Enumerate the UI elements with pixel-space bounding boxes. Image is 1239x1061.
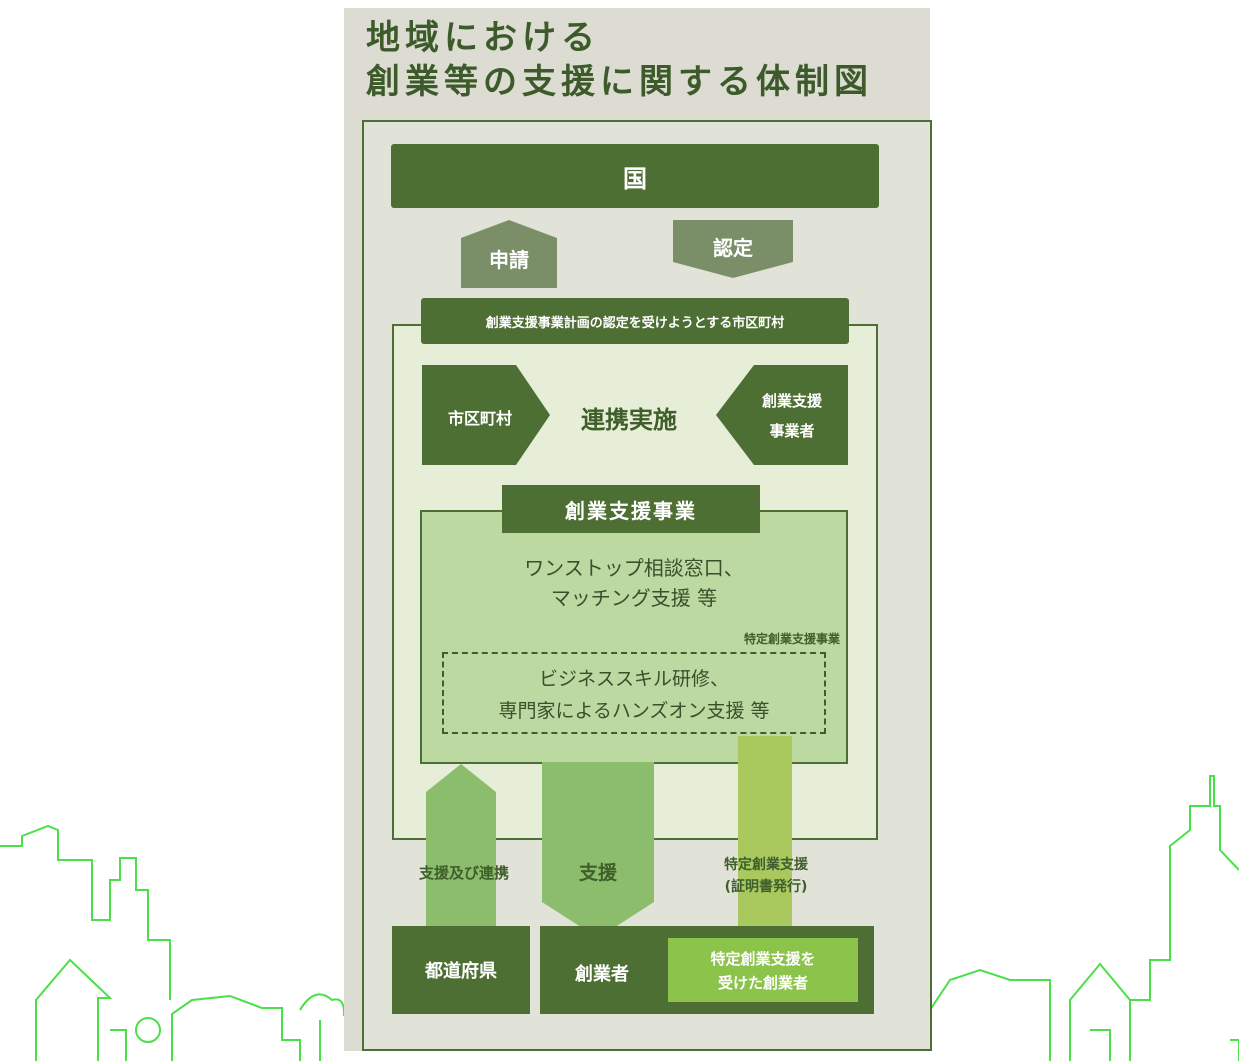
diagram-panel: 地域における 創業等の支援に関する体制図 国 申請 認定 創業支援事業計画の認定… (344, 8, 932, 1051)
supported-entrepreneur-line-1: 特定創業支援を (710, 950, 816, 968)
municipality-banner: 創業支援事業計画の認定を受けようとする市区町村 (421, 298, 849, 344)
specific-desc-line-2: 専門家によるハンズオン支援 等 (498, 700, 770, 722)
national-box: 国 (391, 144, 879, 208)
supported-entrepreneur-line-2: 受けた創業者 (717, 974, 808, 992)
skyline-left-buildings (0, 824, 171, 1000)
apply-label: 申請 (489, 248, 529, 272)
title-line-1: 地域における (366, 18, 600, 58)
specific-support-label-line-1: 特定創業支援 (724, 857, 808, 873)
specific-program-box (442, 652, 826, 734)
support-cooperation-arrow (426, 764, 496, 926)
specific-program-label: 特定創業支援事業 (743, 632, 840, 646)
certify-label: 認定 (713, 236, 753, 260)
skyline-right-houses (929, 962, 1239, 1061)
program-desc-line-1: ワンストップ相談窓口、 (524, 556, 744, 580)
municipality-label: 市区町村 (447, 409, 512, 428)
title-line-2: 創業等の支援に関する体制図 (366, 62, 873, 102)
support-arrow (542, 762, 654, 938)
supported-entrepreneur-badge (668, 938, 858, 1002)
program-desc-line-2: マッチング支援 等 (550, 586, 718, 610)
collaboration-label: 連携実施 (581, 406, 677, 434)
support-cooperation-label: 支援及び連携 (418, 864, 509, 882)
program-title: 創業支援事業 (502, 485, 760, 533)
municipality-arrow (422, 365, 550, 465)
certify-arrow (673, 220, 793, 278)
provider-arrow (716, 365, 848, 465)
specific-support-arrow (738, 736, 792, 926)
specific-desc-line-1: ビジネススキル研修、 (538, 668, 729, 690)
skyline-right-buildings (1129, 775, 1239, 1061)
entrepreneur-label: 創業者 (575, 964, 629, 985)
provider-label-line-1: 創業支援 (761, 392, 822, 410)
support-label: 支援 (578, 862, 617, 884)
apply-arrow (461, 220, 557, 288)
specific-support-label-line-2: (証明書発行) (724, 879, 808, 895)
skyline-left-houses (35, 958, 346, 1061)
prefecture-box: 都道府県 (392, 926, 530, 1014)
provider-label-line-2: 事業者 (769, 422, 815, 440)
